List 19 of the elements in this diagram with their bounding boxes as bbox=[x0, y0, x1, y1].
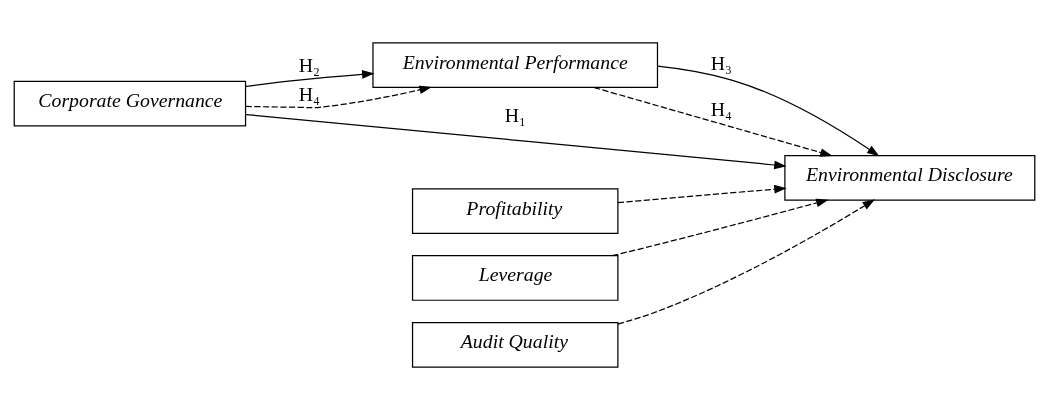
arrow bbox=[245, 85, 432, 108]
edge-label: H₄ bbox=[710, 97, 732, 120]
node-box: Environmental Disclosure bbox=[784, 154, 1036, 201]
edge-label: H₁ bbox=[504, 103, 526, 126]
node-box: Audit Quality bbox=[411, 321, 619, 368]
node-box: Profitability bbox=[411, 187, 619, 234]
arrow bbox=[617, 198, 875, 325]
edge-label: H₃ bbox=[710, 51, 732, 74]
arrow bbox=[593, 86, 833, 157]
node-box: Corporate Governance bbox=[13, 80, 247, 126]
edge-label: H₄ bbox=[298, 82, 320, 105]
arrow bbox=[656, 65, 880, 156]
node-box: Leverage bbox=[411, 254, 619, 301]
arrow bbox=[611, 198, 829, 256]
edge-label: H₂ bbox=[298, 53, 320, 76]
arrow bbox=[617, 184, 787, 203]
arrow bbox=[245, 113, 787, 169]
node-box: Environmental Performance bbox=[372, 41, 659, 88]
arrow bbox=[245, 69, 375, 87]
